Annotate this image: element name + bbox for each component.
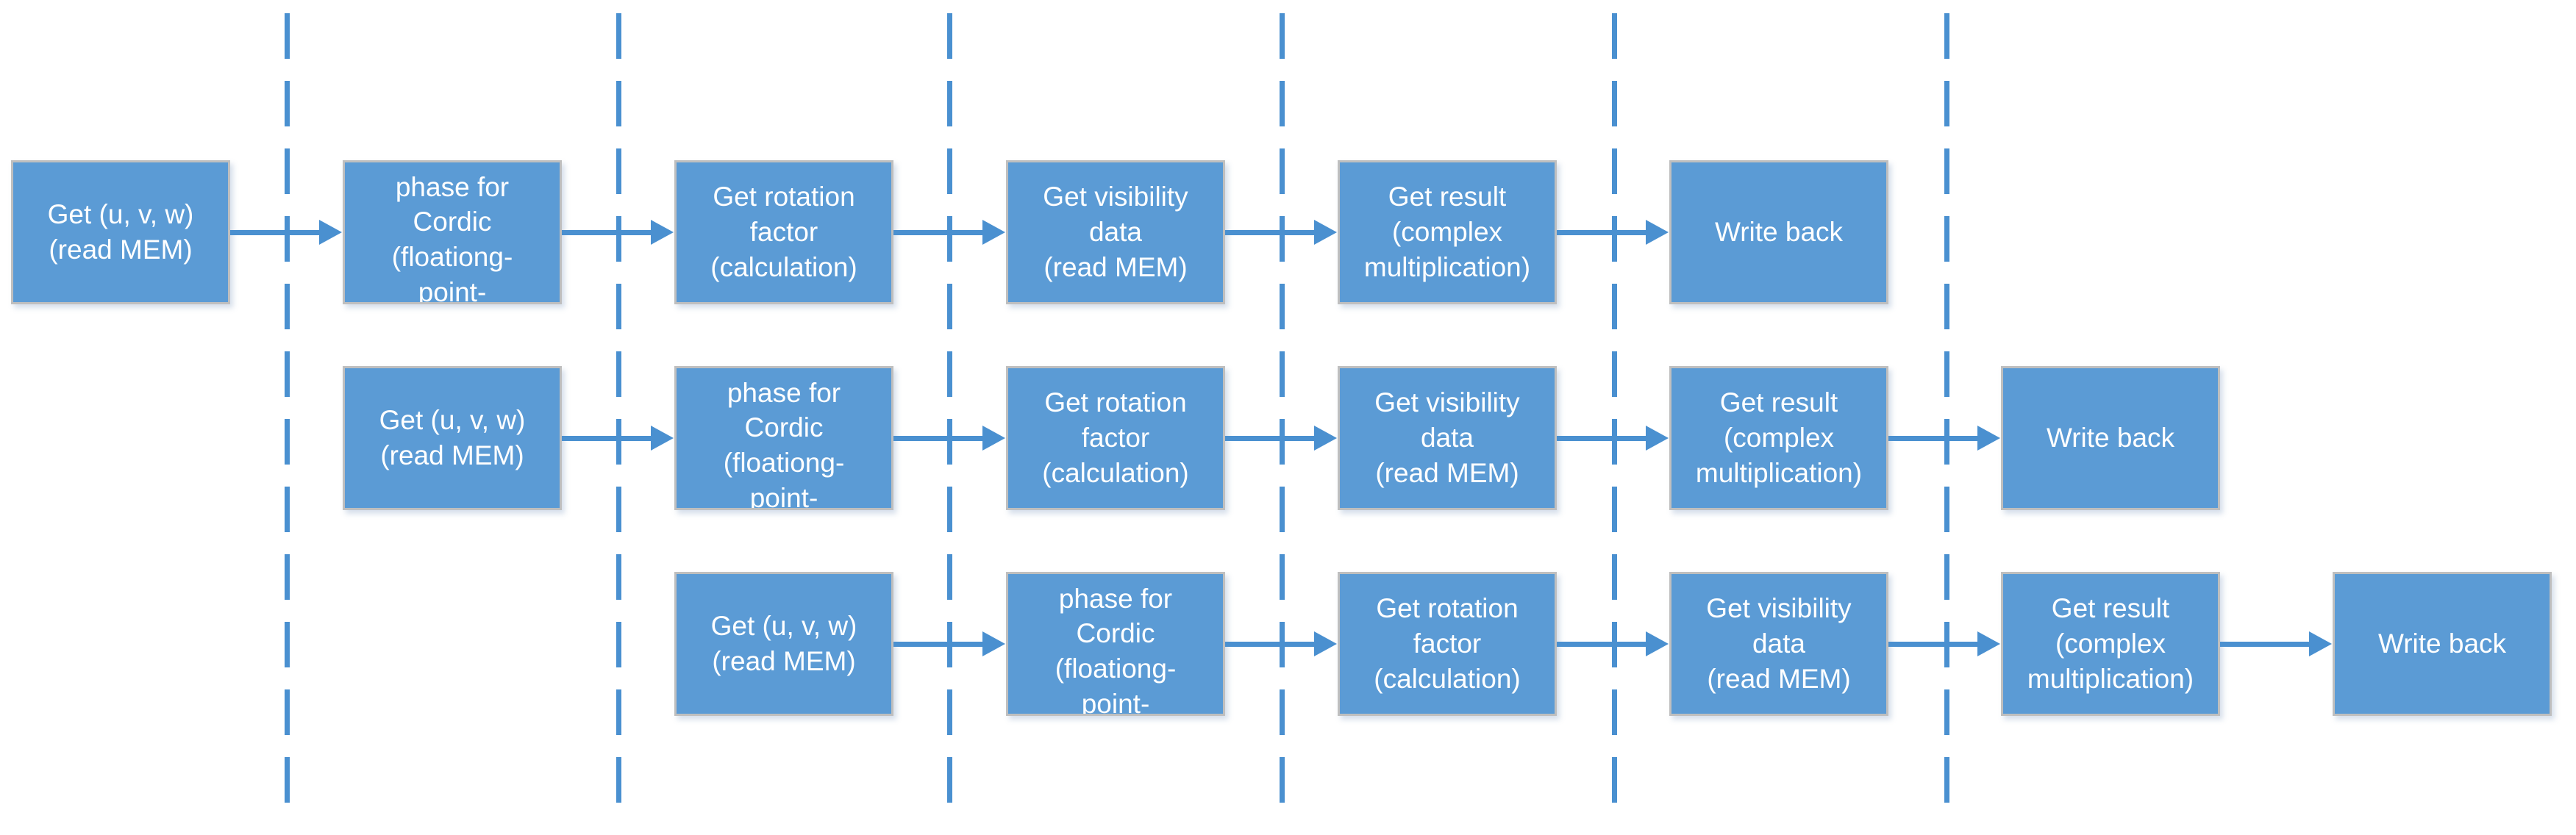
stage-divider-4	[1280, 13, 1285, 822]
box-label: Get visibility data (read MEM)	[1706, 593, 1852, 694]
stage-divider-6	[1944, 13, 1949, 822]
flow-arrow	[893, 631, 1005, 656]
box-label: Get (u, v, w) (read MEM)	[47, 199, 194, 265]
rotation-factor-box[interactable]: Get rotation factor (calculation)	[674, 160, 893, 304]
box-label: Get (u, v, w) (read MEM)	[379, 405, 526, 470]
flow-arrow	[1225, 426, 1337, 451]
stage-divider-5	[1612, 13, 1617, 822]
flow-arrow	[1225, 631, 1337, 656]
flow-arrow	[1888, 426, 2000, 451]
phase-cordic-box[interactable]: phase for Cordic (floationg- point- calc…	[1006, 572, 1225, 716]
box-label: Get result (complex multiplication)	[1695, 387, 1863, 488]
phase-cordic-box[interactable]: phase for Cordic (floationg- point- calc…	[674, 366, 893, 510]
visibility-data-box[interactable]: Get visibility data (read MEM)	[1338, 366, 1557, 510]
box-label: Write back	[1714, 217, 1844, 248]
write-back-box[interactable]: Write back	[1669, 160, 1888, 304]
box-label: Get rotation factor (calculation)	[710, 182, 857, 282]
get-result-box[interactable]: Get result (complex multiplication)	[2001, 572, 2220, 716]
get-result-box[interactable]: Get result (complex multiplication)	[1338, 160, 1557, 304]
flow-arrow	[1225, 220, 1337, 245]
stage-divider-1	[285, 13, 290, 822]
box-label: Get rotation factor (calculation)	[1042, 387, 1189, 488]
flow-arrow	[230, 220, 342, 245]
flow-arrow	[1557, 220, 1669, 245]
flow-arrow	[562, 220, 674, 245]
get-result-box[interactable]: Get result (complex multiplication)	[1669, 366, 1888, 510]
visibility-data-box[interactable]: Get visibility data (read MEM)	[1006, 160, 1225, 304]
phase-cordic-box[interactable]: phase for Cordic (floationg- point- calc…	[343, 160, 562, 304]
flow-arrow	[1557, 631, 1669, 656]
rotation-factor-box[interactable]: Get rotation factor (calculation)	[1006, 366, 1225, 510]
stage-divider-3	[947, 13, 952, 822]
visibility-data-box[interactable]: Get visibility data (read MEM)	[1669, 572, 1888, 716]
box-label: Get result (complex multiplication)	[1363, 182, 1531, 282]
box-label: Get rotation factor (calculation)	[1374, 593, 1521, 694]
flow-arrow	[893, 426, 1005, 451]
box-label: phase for Cordic (floationg- point- calc…	[391, 171, 513, 304]
get-uvw-box[interactable]: Get (u, v, w) (read MEM)	[343, 366, 562, 510]
flow-arrow	[562, 426, 674, 451]
box-label: Get (u, v, w) (read MEM)	[710, 611, 857, 676]
box-label: Get visibility data (read MEM)	[1043, 182, 1188, 282]
flow-arrow	[893, 220, 1005, 245]
write-back-box[interactable]: Write back	[2001, 366, 2220, 510]
stage-divider-2	[616, 13, 621, 822]
get-uvw-box[interactable]: Get (u, v, w) (read MEM)	[674, 572, 893, 716]
flow-arrow	[2220, 631, 2332, 656]
box-label: phase for Cordic (floationg- point- calc…	[1055, 583, 1177, 716]
flow-arrow	[1557, 426, 1669, 451]
box-label: Write back	[2377, 628, 2507, 659]
box-label: Get result (complex multiplication)	[2027, 593, 2194, 694]
box-label: Write back	[2046, 423, 2175, 454]
box-label: Get visibility data (read MEM)	[1374, 387, 1520, 488]
flow-arrow	[1888, 631, 2000, 656]
box-label: phase for Cordic (floationg- point- calc…	[723, 377, 845, 510]
write-back-box[interactable]: Write back	[2333, 572, 2552, 716]
rotation-factor-box[interactable]: Get rotation factor (calculation)	[1338, 572, 1557, 716]
get-uvw-box[interactable]: Get (u, v, w) (read MEM)	[11, 160, 230, 304]
